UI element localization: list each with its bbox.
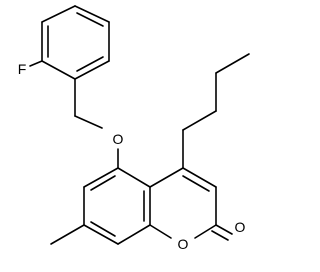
chemical-structure: F O O O	[18, 5, 250, 252]
benzo-ring	[83, 167, 151, 245]
ring-oxygen-label: O	[178, 236, 189, 252]
methyl-bond	[50, 224, 85, 245]
fluorophenyl-ring	[41, 5, 110, 80]
c-f-bond	[29, 60, 43, 67]
fluorine-label: F	[18, 61, 27, 77]
ether-oxygen-label: O	[113, 131, 124, 147]
carbonyl-oxygen-label: O	[235, 219, 246, 235]
ch2-o-bond	[74, 115, 103, 129]
butyl-chain	[182, 53, 250, 169]
pyranone-ring	[149, 167, 217, 239]
carbonyl-bond-2	[211, 230, 229, 241]
carbonyl-bond-1	[215, 224, 233, 235]
